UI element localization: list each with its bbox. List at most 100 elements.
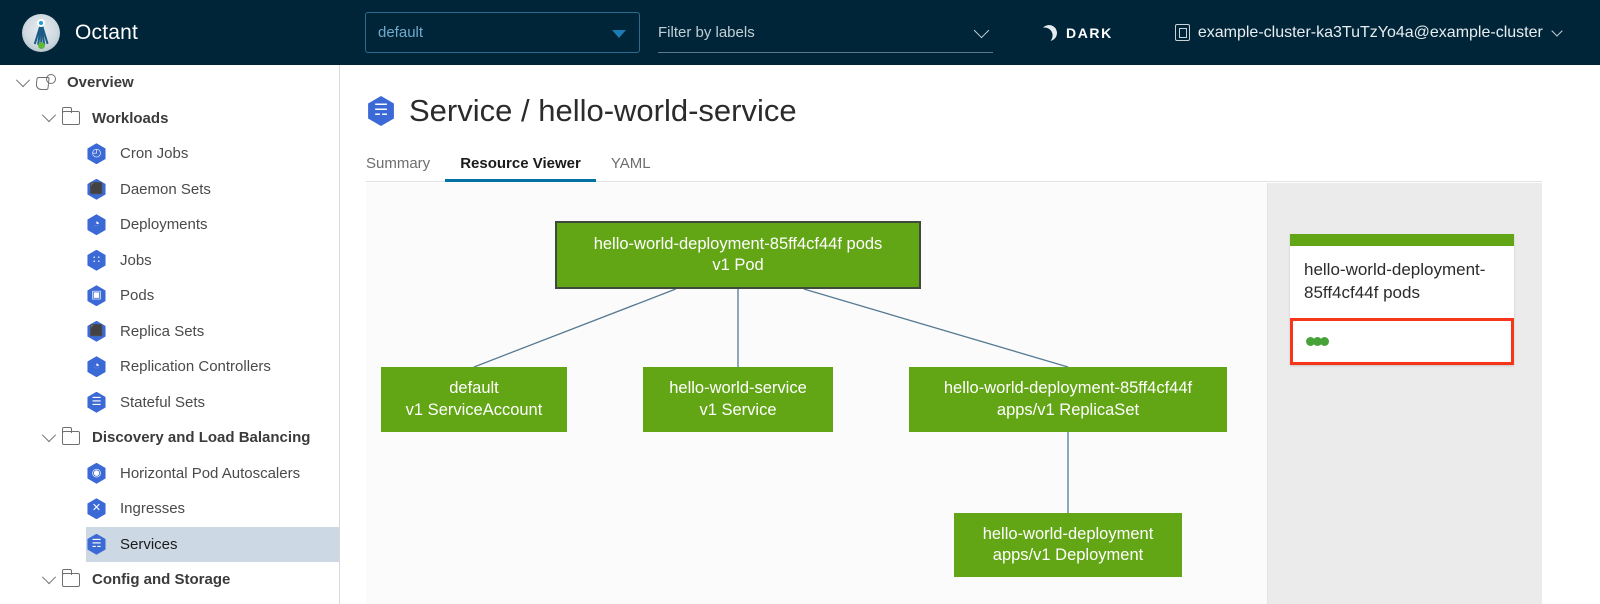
chevron-down-icon[interactable] bbox=[973, 22, 990, 38]
moon-icon bbox=[1039, 22, 1059, 42]
sidebar-item-label: Jobs bbox=[120, 251, 152, 269]
page-title-text: Service / hello-world-service bbox=[409, 93, 797, 128]
graph-edge-pod-replicaset bbox=[803, 288, 1069, 368]
daemon-set-icon: ⬛ bbox=[86, 178, 107, 200]
sidebar-item-services[interactable]: ☴ Services bbox=[86, 526, 339, 562]
folder-icon bbox=[61, 568, 80, 587]
sidebar-item-label: Overview bbox=[67, 74, 134, 92]
sidebar-item-cron-jobs[interactable]: ◴ Cron Jobs bbox=[0, 136, 339, 172]
sidebar-item-label: Pods bbox=[120, 287, 155, 305]
sidebar-item-label: Horizontal Pod Autoscalers bbox=[120, 464, 301, 482]
job-icon: ∷ bbox=[86, 249, 107, 271]
graph-node-kind: v1 Pod bbox=[712, 256, 764, 274]
label-filter-placeholder: Filter by labels bbox=[658, 23, 755, 41]
app-header: Octant default Filter by labels DARK exa… bbox=[0, 0, 1600, 65]
graph-edges bbox=[473, 288, 1069, 513]
octant-logo-icon bbox=[22, 13, 60, 52]
sidebar-item-label: Services bbox=[120, 535, 178, 553]
sidebar-item-label: Deployments bbox=[120, 216, 208, 234]
graph-node-name: hello-world-service bbox=[669, 379, 807, 398]
dark-mode-label: DARK bbox=[1066, 24, 1113, 41]
sidebar-item-label: Workloads bbox=[92, 109, 169, 127]
sidebar-item-daemon-sets[interactable]: ⬛ Daemon Sets bbox=[0, 172, 339, 208]
cluster-value: example-cluster-ka3TuTzYo4a@example-clus… bbox=[1197, 23, 1543, 41]
sidebar-item-label: Replication Controllers bbox=[120, 358, 271, 376]
sidebar-item-discovery-and-load-balancing[interactable]: Discovery and Load Balancing bbox=[0, 420, 339, 456]
namespace-select[interactable]: default bbox=[365, 12, 640, 53]
chevron-down-icon[interactable] bbox=[36, 427, 62, 443]
tab-yaml[interactable]: YAML bbox=[610, 155, 651, 172]
sidebar-item-replication-controllers[interactable]: ◔ Replication Controllers bbox=[0, 349, 339, 385]
deployment-icon: ◔ bbox=[86, 214, 107, 236]
graph-node-kind: apps/v1 Deployment bbox=[992, 546, 1144, 564]
cluster-icon bbox=[1174, 24, 1190, 41]
cluster-select[interactable]: example-cluster-ka3TuTzYo4a@example-clus… bbox=[1174, 23, 1563, 42]
graph-canvas[interactable]: hello-world-deployment-85ff4cf44f pods v1… bbox=[366, 183, 1268, 604]
overview-icon bbox=[36, 74, 56, 91]
service-icon-glyph: ☴ bbox=[373, 102, 389, 119]
graph-node-name: hello-world-deployment bbox=[982, 524, 1154, 543]
replica-set-icon: ⬛ bbox=[86, 320, 107, 342]
caret-down-icon bbox=[612, 29, 626, 38]
graph-node-replicaset[interactable]: hello-world-deployment-85ff4cf44f apps/v1… bbox=[909, 367, 1227, 432]
sidebar-item-pods[interactable]: ▣ Pods bbox=[0, 278, 339, 314]
page-title: ☴ Service / hello-world-service bbox=[340, 65, 1600, 129]
cron-job-icon: ◴ bbox=[86, 143, 107, 165]
sidebar-item-label: Daemon Sets bbox=[120, 180, 211, 198]
graph-node-service[interactable]: hello-world-service v1 Service bbox=[643, 367, 833, 432]
folder-icon bbox=[61, 426, 80, 445]
sidebar-item-label: Replica Sets bbox=[120, 322, 205, 340]
label-filter-input[interactable]: Filter by labels bbox=[658, 13, 993, 53]
pod-icon: ▣ bbox=[86, 285, 107, 307]
graph-node-name: default bbox=[449, 379, 499, 398]
detail-card-status-row[interactable] bbox=[1290, 318, 1514, 366]
sidebar-item-deployments[interactable]: ◔ Deployments bbox=[0, 207, 339, 243]
tab-bar[interactable]: Summary Resource Viewer YAML bbox=[366, 146, 1542, 182]
main-content: ☴ Service / hello-world-service Summary R… bbox=[340, 65, 1600, 604]
chevron-down-icon bbox=[1551, 25, 1563, 37]
resource-viewer: hello-world-deployment-85ff4cf44f pods v1… bbox=[366, 183, 1542, 604]
pod-status-dot bbox=[1306, 337, 1315, 347]
brand[interactable]: Octant bbox=[0, 13, 345, 52]
sidebar-item-jobs[interactable]: ∷ Jobs bbox=[0, 243, 339, 279]
stateful-set-icon: ☰ bbox=[86, 391, 107, 413]
sidebar-item-replica-sets[interactable]: ⬛ Replica Sets bbox=[0, 314, 339, 350]
chevron-down-icon[interactable] bbox=[10, 72, 36, 88]
detail-panel: hello-world-deployment-85ff4cf44f pods bbox=[1268, 183, 1542, 604]
graph-node-pod[interactable]: hello-world-deployment-85ff4cf44f pods v1… bbox=[555, 221, 921, 289]
graph-edge-pod-sa bbox=[473, 288, 677, 368]
brand-name: Octant bbox=[75, 20, 139, 44]
sidebar-item-ingresses[interactable]: ✕ Ingresses bbox=[0, 491, 339, 527]
graph-node-kind: v1 Service bbox=[699, 400, 777, 419]
sidebar-item-label: Stateful Sets bbox=[120, 393, 206, 411]
chevron-down-icon[interactable] bbox=[36, 108, 62, 123]
tab-resource-viewer[interactable]: Resource Viewer bbox=[445, 155, 596, 182]
sidebar-item-workloads[interactable]: Workloads bbox=[0, 101, 339, 137]
ingress-icon: ✕ bbox=[86, 498, 107, 520]
detail-card[interactable]: hello-world-deployment-85ff4cf44f pods bbox=[1290, 234, 1514, 366]
sidebar-item-stateful-sets[interactable]: ☰ Stateful Sets bbox=[0, 385, 339, 421]
graph-node-name: hello-world-deployment-85ff4cf44f pods bbox=[593, 234, 883, 253]
sidebar-item-config-and-storage[interactable]: Config and Storage bbox=[0, 562, 339, 598]
graph-node-deployment[interactable]: hello-world-deployment apps/v1 Deployment bbox=[954, 513, 1182, 577]
service-icon: ☴ bbox=[366, 96, 396, 126]
namespace-value: default bbox=[378, 24, 424, 41]
detail-card-status-strip bbox=[1290, 234, 1514, 246]
tab-summary[interactable]: Summary bbox=[366, 155, 431, 172]
sidebar-item-label: Ingresses bbox=[120, 500, 186, 518]
dark-mode-toggle[interactable]: DARK bbox=[1041, 25, 1113, 41]
detail-card-title: hello-world-deployment-85ff4cf44f pods bbox=[1304, 260, 1486, 302]
graph-node-kind: apps/v1 ReplicaSet bbox=[996, 400, 1140, 419]
folder-icon bbox=[61, 107, 80, 126]
service-icon: ☴ bbox=[86, 533, 107, 555]
sidebar-item-horizontal-pod-autoscalers[interactable]: ◉ Horizontal Pod Autoscalers bbox=[0, 456, 339, 492]
sidebar-item-label: Discovery and Load Balancing bbox=[92, 429, 311, 447]
sidebar-item-label: Cron Jobs bbox=[120, 145, 189, 163]
graph-node-name: hello-world-deployment-85ff4cf44f bbox=[943, 379, 1193, 398]
chevron-down-icon[interactable] bbox=[36, 569, 62, 585]
sidebar-item-overview[interactable]: Overview bbox=[0, 65, 339, 101]
replication-controller-icon: ◔ bbox=[86, 356, 107, 378]
hpa-icon: ◉ bbox=[86, 462, 107, 484]
